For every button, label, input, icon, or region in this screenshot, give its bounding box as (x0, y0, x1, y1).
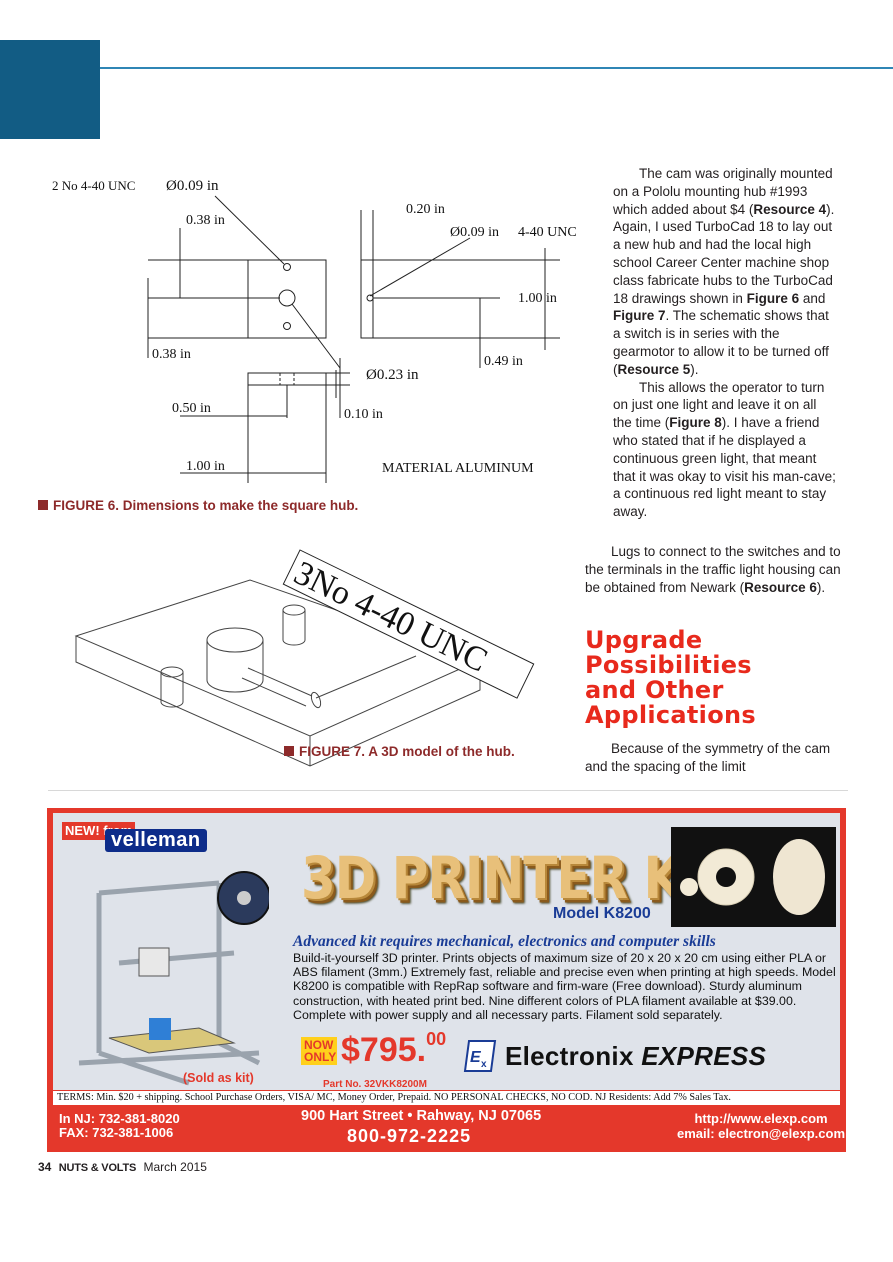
figure-7-drawing: 3No 4-40 UNC (60, 540, 560, 780)
ad-tagline: Advanced kit requires mechanical, electr… (293, 933, 716, 950)
heading-line: Applications (585, 701, 756, 729)
figure-7-caption: FIGURE 7. A 3D model of the hub. (284, 744, 515, 759)
fig6-thread-side: 4-40 UNC (518, 225, 577, 240)
issue-date: March 2015 (143, 1160, 207, 1174)
article-column-top: The cam was originally mounted on a Polo… (613, 165, 838, 521)
article-paragraph-2: This allows the operator to turn on just… (613, 379, 836, 520)
ad-price: $795.00 (341, 1029, 447, 1069)
email-link[interactable]: email: electron@elexp.com (677, 1126, 846, 1141)
fig6-width-020: 0.20 in (406, 202, 445, 217)
velleman-logo: velleman (105, 829, 207, 852)
ad-description: Build-it-yourself 3D printer. Prints obj… (293, 951, 836, 1022)
fig6-offset-038-left: 0.38 in (152, 347, 191, 362)
ex-logo-icon: E x (463, 1040, 497, 1072)
heading-line: Possibilities (585, 651, 752, 679)
fig6-offset-050: 0.50 in (172, 401, 211, 416)
fig6-dia-center: Ø0.23 in (366, 367, 419, 383)
sold-as-kit-label: (Sold as kit) (183, 1071, 254, 1085)
heading-line: Upgrade (585, 626, 703, 654)
fig6-length-100: 1.00 in (186, 459, 225, 474)
ad-web-contact: http://www.elexp.com email: electron@ele… (677, 1111, 845, 1141)
fig6-dia-small-top: Ø0.09 in (166, 178, 219, 194)
website-link[interactable]: http://www.elexp.com (694, 1111, 828, 1126)
header-color-block (0, 40, 100, 139)
company-name: Electronix EXPRESS (505, 1041, 767, 1071)
fig6-thickness-010: 0.10 in (344, 407, 383, 422)
ad-terms: TERMS: Min. $20 + shipping. School Purch… (53, 1091, 840, 1105)
svg-text:x: x (481, 1059, 487, 1070)
fig6-holes-spec: 2 No 4-40 UNC (52, 178, 135, 193)
ad-toll-free: 800-972-2225 (347, 1126, 472, 1146)
article-paragraph-4: Because of the symmetry of the cam and t… (585, 741, 831, 774)
fig6-material: MATERIAL ALUMINUM (382, 461, 534, 476)
ad-phone-fax: In NJ: 732-381-8020 FAX: 732-381-1006 (59, 1112, 180, 1140)
article-column-bottom: Because of the symmetry of the cam and t… (585, 740, 843, 776)
fig6-height-100: 1.00 in (518, 291, 557, 306)
fig6-offset-038-top: 0.38 in (186, 213, 225, 228)
header-rule (100, 67, 893, 69)
now-only-badge: NOW ONLY (301, 1037, 337, 1065)
ad-part-number: Part No. 32VKK8200M (323, 1079, 427, 1090)
article-paragraph-3: Lugs to connect to the switches and to t… (585, 544, 841, 595)
fig6-offset-049: 0.49 in (484, 354, 523, 369)
printer-image (78, 871, 269, 1086)
ad-panel: NEW! from velleman 3D PRINTER KIT (53, 813, 840, 1090)
magazine-name: NUTS & VOLTS (58, 1162, 137, 1174)
section-heading: Upgrade Possibilities and Other Applicat… (585, 628, 835, 728)
article-paragraph-1: The cam was originally mounted on a Polo… (613, 166, 835, 377)
page-number: 34 (38, 1160, 52, 1174)
figure-6-caption: FIGURE 6. Dimensions to make the square … (38, 498, 358, 513)
fax-number: FAX: 732-381-1006 (59, 1125, 174, 1140)
fig7-label: 3No 4-40 UNC (288, 554, 493, 679)
ad-separator (48, 790, 848, 791)
figure-6-drawing: 2 No 4-40 UNC Ø0.09 in 0.20 in Ø0.09 in … (40, 168, 600, 488)
page-footer: 34 NUTS & VOLTS March 2015 (38, 1160, 207, 1174)
heading-line: and Other (585, 676, 724, 704)
printed-objects-photo (671, 827, 836, 927)
fig6-dia-side: Ø0.09 in (450, 225, 499, 240)
ad-model-number: Model K8200 (553, 905, 651, 922)
ad-headline: 3D PRINTER KIT (301, 845, 733, 912)
nj-phone: In NJ: 732-381-8020 (59, 1111, 180, 1126)
ad-address: 900 Hart Street • Rahway, NJ 07065 (301, 1108, 542, 1124)
article-column-lower: Lugs to connect to the switches and to t… (585, 543, 843, 596)
printer-kit-ad[interactable]: NEW! from velleman 3D PRINTER KIT (47, 808, 846, 1152)
svg-text:E: E (470, 1049, 482, 1066)
